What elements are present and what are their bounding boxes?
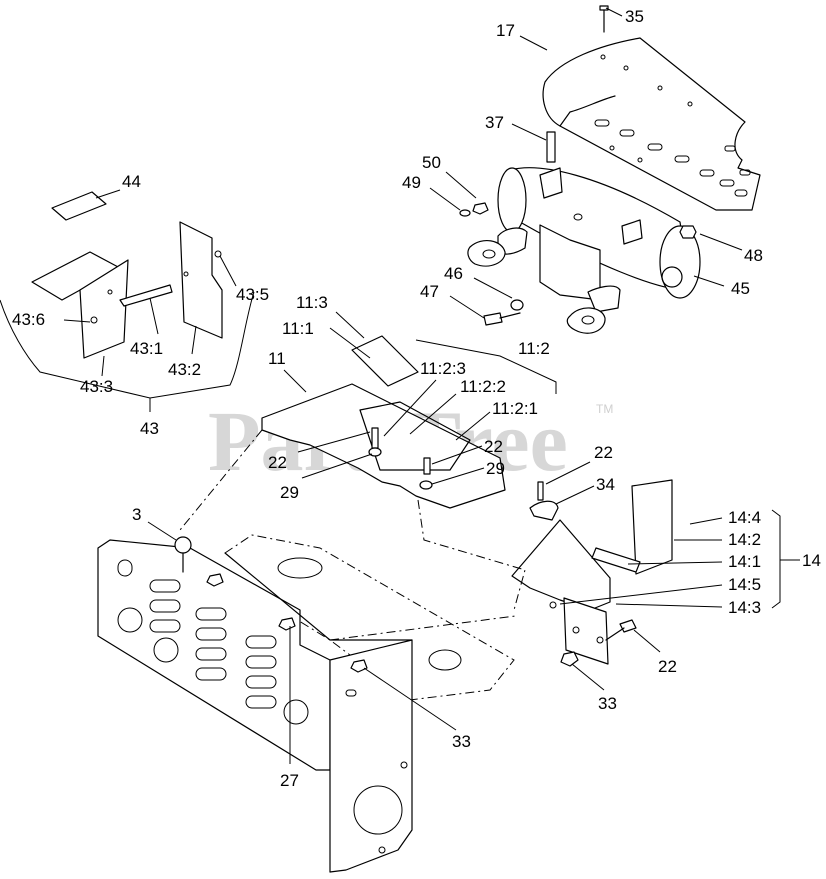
callout-11-1: 11:1 xyxy=(282,319,314,338)
callout-22-center: 22 xyxy=(484,437,503,456)
callout-11-2-3: 11:2:3 xyxy=(420,359,466,378)
muffler-heat-shield xyxy=(542,37,761,211)
callout-29-left: 29 xyxy=(280,483,299,502)
callout-14-2: 14:2 xyxy=(728,530,761,549)
callout-11-2: 11:2 xyxy=(518,339,550,358)
callout-11: 11 xyxy=(268,349,286,368)
callout-44: 44 xyxy=(122,172,141,191)
callout-11-2-2: 11:2:2 xyxy=(460,377,506,396)
callout-14: 14 xyxy=(802,551,821,570)
floor-plate-11 xyxy=(261,335,544,509)
callout-33-right: 33 xyxy=(598,694,617,713)
callout-labels: 35 17 37 50 49 48 46 47 45 44 43:5 43:6 … xyxy=(12,7,821,790)
callout-43-3: 43:3 xyxy=(80,377,113,396)
bracket-assembly-14 xyxy=(511,479,673,667)
callout-11-3: 11:3 xyxy=(296,293,328,312)
callout-34: 34 xyxy=(596,475,615,494)
callout-14-5: 14:5 xyxy=(728,575,761,594)
callout-14-4: 14:4 xyxy=(728,508,761,527)
callout-22-lower-right: 22 xyxy=(658,657,677,676)
callout-35: 35 xyxy=(625,7,644,26)
callout-43-1: 43:1 xyxy=(130,339,163,358)
muffler-hardware xyxy=(459,5,697,326)
chassis-frame xyxy=(97,429,526,873)
leader-lines xyxy=(0,7,800,764)
callout-46: 46 xyxy=(444,264,463,283)
callout-14-1: 14:1 xyxy=(728,552,761,571)
callout-11-2-1: 11:2:1 xyxy=(492,399,538,418)
callout-43-2: 43:2 xyxy=(168,360,201,379)
watermark-tm: TM xyxy=(596,402,613,416)
shield-assembly-43 xyxy=(31,191,223,359)
callout-47: 47 xyxy=(420,282,439,301)
callout-50: 50 xyxy=(422,153,441,172)
callout-45: 45 xyxy=(731,279,750,298)
callout-48: 48 xyxy=(744,246,763,265)
callout-17: 17 xyxy=(496,21,515,40)
callout-33-center: 33 xyxy=(452,732,471,751)
callout-14-3: 14:3 xyxy=(728,598,761,617)
callout-22-upper-right: 22 xyxy=(594,443,613,462)
callout-43-6: 43:6 xyxy=(12,310,45,329)
muffler xyxy=(467,131,701,334)
callout-49: 49 xyxy=(402,173,421,192)
callout-27: 27 xyxy=(280,771,299,790)
callout-29-right: 29 xyxy=(486,459,505,478)
callout-22-left: 22 xyxy=(268,453,287,472)
callout-43-5: 43:5 xyxy=(236,285,269,304)
callout-3: 3 xyxy=(132,505,141,524)
callout-43: 43 xyxy=(140,419,159,438)
callout-37: 37 xyxy=(485,113,504,132)
